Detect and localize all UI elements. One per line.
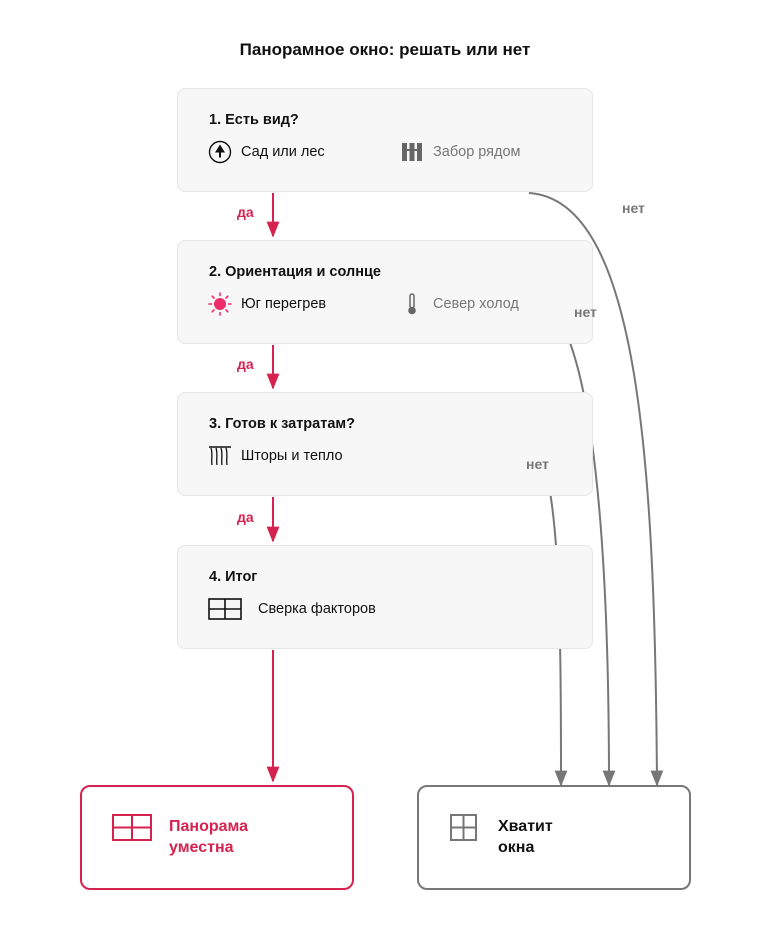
step-title: 2. Ориентация и солнце [209, 264, 381, 280]
step-option-good: Шторы и тепло [208, 444, 343, 468]
step-card-costs: 3. Готов к затратам? Шторы и тепло [177, 392, 593, 496]
small-window-icon [449, 813, 479, 848]
yes-label-1: да [237, 204, 254, 220]
step-option-good: Сад или лес [208, 140, 325, 164]
yes-label-2: да [237, 356, 254, 372]
outcome-label-line2: уместна [169, 839, 234, 856]
step-card-view: 1. Есть вид? Сад или лес Забор рядом [177, 88, 593, 192]
curtains-icon [208, 444, 232, 468]
option-label: Юг перегрев [241, 296, 327, 312]
outcome-label-line2: окна [498, 839, 535, 856]
thermometer-icon [400, 292, 424, 316]
no-label-2: нет [574, 304, 597, 320]
option-label: Сад или лес [241, 144, 325, 160]
step-option-good: Юг перегрев [208, 292, 326, 316]
outcome-panorama: Панорама уместна [80, 785, 354, 890]
panorama-window-icon [112, 813, 154, 848]
outcome-label: Хватит окна [498, 816, 618, 858]
step-title: 4. Итог [209, 569, 258, 585]
outcome-label: Панорама уместна [169, 816, 289, 858]
step-card-result: 4. Итог Сверка факторов [177, 545, 593, 649]
step-card-orientation: 2. Ориентация и солнце Юг перегрев Север… [177, 240, 593, 344]
option-label: Север холод [433, 296, 519, 312]
yes-label-3: да [237, 509, 254, 525]
sun-icon [208, 292, 232, 316]
step-option-good: Сверка факторов [208, 597, 376, 621]
step-option-bad: Забор рядом [400, 140, 521, 164]
no-label-1: нет [622, 200, 645, 216]
fence-icon [400, 140, 424, 164]
outcome-label-line1: Панорама [169, 818, 249, 835]
option-label: Забор рядом [433, 144, 521, 160]
step-option-bad: Север холод [400, 292, 519, 316]
no-label-3: нет [526, 456, 549, 472]
outcome-label-line1: Хватит [498, 818, 553, 835]
tree-icon [208, 140, 232, 164]
option-label: Сверка факторов [258, 601, 376, 617]
step-title: 1. Есть вид? [209, 112, 299, 128]
outcome-small-window: Хватит окна [417, 785, 691, 890]
no-edge-step1 [528, 192, 664, 787]
window-icon [208, 597, 242, 621]
option-label: Шторы и тепло [241, 448, 343, 464]
diagram-title: Панорамное окно: решать или нет [239, 40, 531, 59]
step-title: 3. Готов к затратам? [209, 416, 355, 432]
